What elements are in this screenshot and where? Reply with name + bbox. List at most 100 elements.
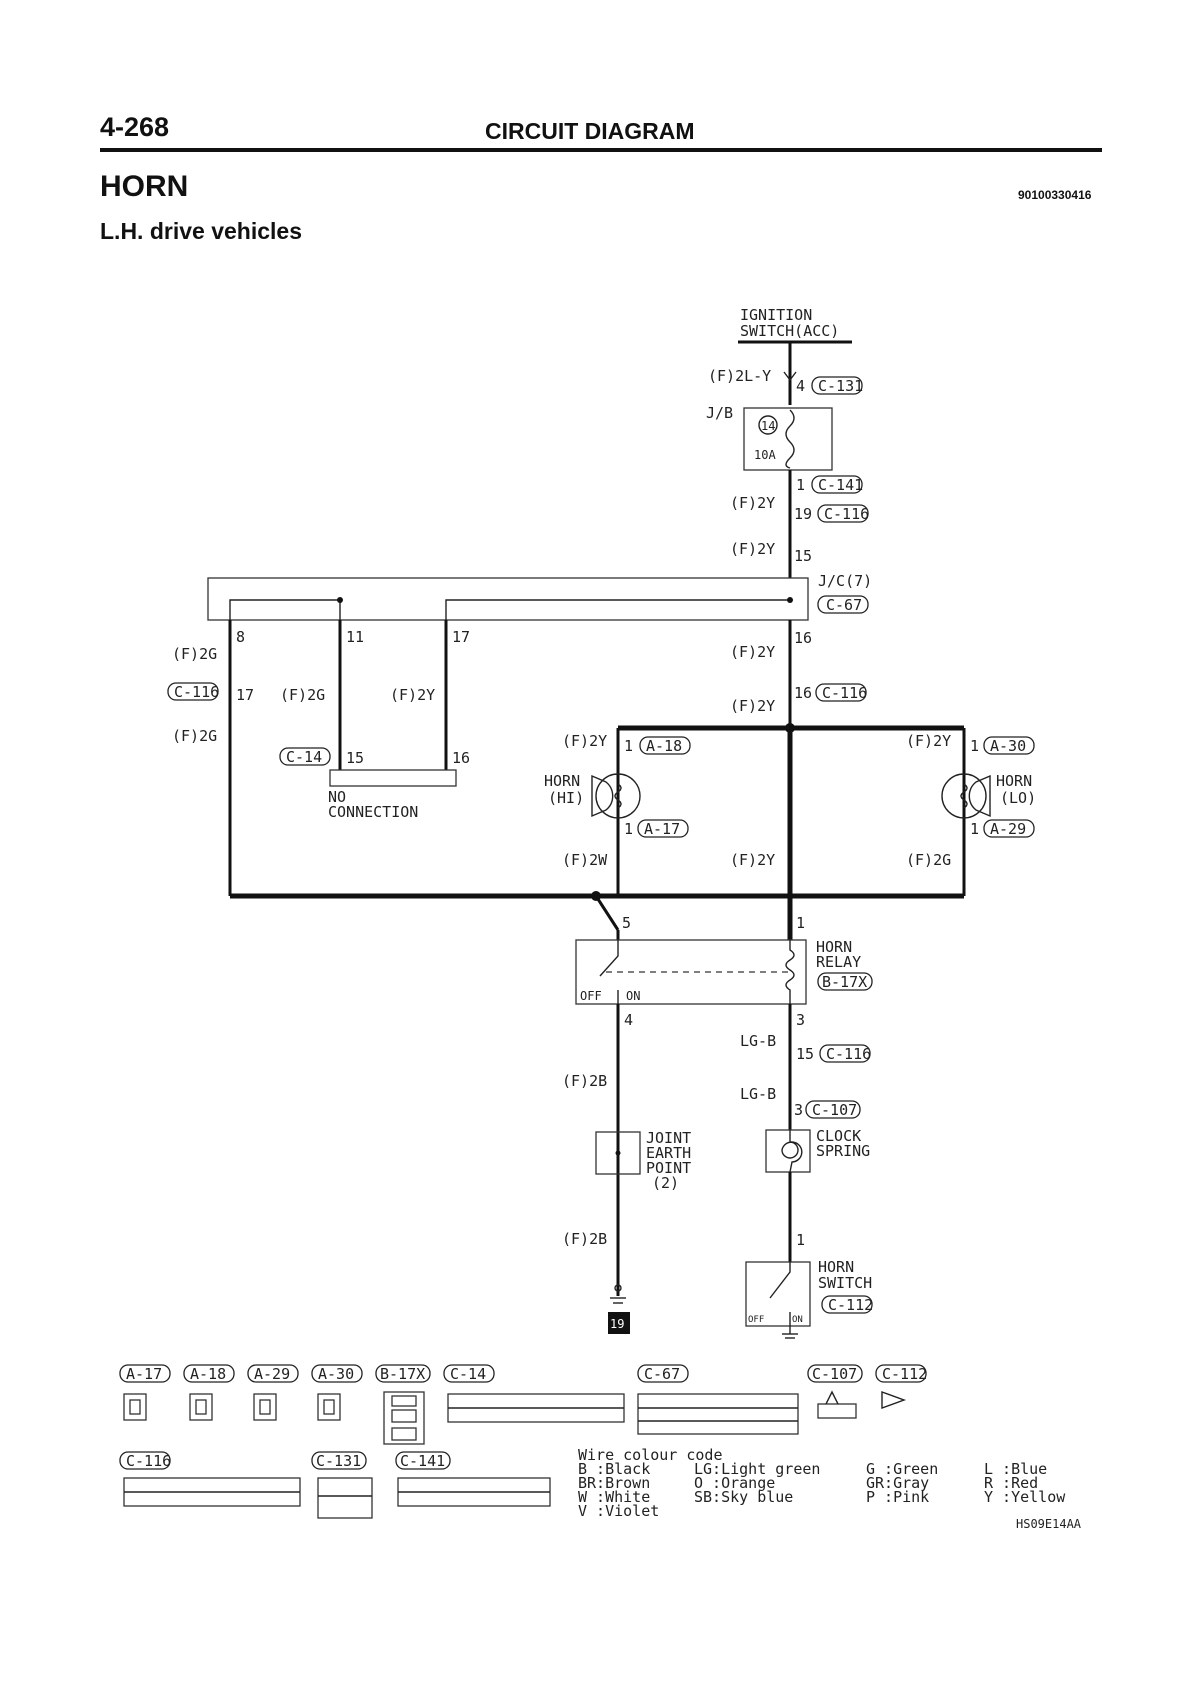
connector-tag-a17: A-17: [637, 819, 689, 838]
jb-label: J/B: [706, 404, 733, 422]
jb-box: [743, 407, 833, 471]
svg-text:C-67: C-67: [644, 1365, 680, 1383]
wire-label-f2g: (F)2G: [280, 686, 325, 704]
relay-coil-icon: [785, 940, 795, 1004]
legend-tag-c116: C-116: [119, 1451, 171, 1470]
svg-text:C-116: C-116: [822, 684, 867, 702]
junction-dot: [787, 597, 793, 603]
wire-label-f2y: (F)2Y: [390, 686, 435, 704]
svg-text:C-107: C-107: [812, 1101, 857, 1119]
connector-tag-c112: C-112: [821, 1295, 873, 1314]
wire-label-lgb: LG-B: [740, 1085, 776, 1103]
pin-1: 1: [970, 737, 979, 755]
wire-label-f2y: (F)2Y: [562, 732, 607, 750]
wire-label-f2y: (F)2Y: [730, 643, 775, 661]
earth-box: [595, 1131, 641, 1175]
horn-switch: OFF ON HORN SWITCH C-112: [745, 1258, 873, 1339]
ignition-label-2: SWITCH(ACC): [740, 322, 839, 340]
relay-switch: [599, 940, 619, 1004]
wire-label-f2w: (F)2W: [562, 851, 608, 869]
no-connection-label: NO: [328, 788, 346, 806]
fuse-number-circle: [758, 415, 778, 435]
junction-dot: [337, 597, 343, 603]
wire-label-f2g: (F)2G: [172, 727, 217, 745]
no-connection-block: NO CONNECTION: [328, 769, 457, 821]
svg-text:B-17X: B-17X: [380, 1365, 425, 1383]
colour-entry: B :Black: [578, 1460, 650, 1478]
clock-spring-box: [765, 1129, 811, 1173]
pin-11: 11: [346, 628, 364, 646]
no-connection-label-2: CONNECTION: [328, 803, 418, 821]
relay-label-2: RELAY: [816, 953, 861, 971]
page-number: 4-268: [100, 112, 170, 142]
ground-symbol: 19: [608, 1284, 630, 1334]
colour-entry: LG:Light green: [694, 1460, 820, 1478]
svg-text:C-141: C-141: [818, 476, 863, 494]
wire-label-f2y: (F)2Y: [730, 851, 775, 869]
colour-entry: GR:Gray: [866, 1474, 929, 1492]
fuse-icon: [785, 409, 795, 469]
clock-spring-label: CLOCK: [816, 1127, 861, 1145]
colour-entry: R :Red: [984, 1474, 1038, 1492]
svg-text:A-29: A-29: [990, 820, 1026, 838]
pin-19: 19: [794, 505, 812, 523]
horn-lo-label-2: (LO): [1000, 789, 1036, 807]
page-title: HORN: [100, 170, 189, 203]
colour-entry: W :White: [578, 1488, 650, 1506]
connector-tag-c107: C-107: [805, 1100, 861, 1119]
horn-hi-icon: [591, 773, 641, 819]
clock-spring-icon: [781, 1130, 803, 1173]
legend-tag-b17x: B-17X: [375, 1364, 431, 1383]
svg-text:C-116: C-116: [826, 1045, 871, 1063]
horn-switch-label-2: SWITCH: [818, 1274, 872, 1292]
relay-off: OFF: [580, 989, 602, 1003]
connector-tag-a29: A-29: [983, 819, 1035, 838]
pin-4: 4: [624, 1011, 633, 1029]
svg-text:B-17X: B-17X: [822, 973, 867, 991]
horn-switch-contact: [769, 1262, 791, 1326]
connector-tag-a30: A-30: [983, 736, 1035, 755]
connector-arrow: [783, 371, 797, 382]
pin-16: 16: [452, 749, 470, 767]
figure-code: HS09E14AA: [1016, 1517, 1082, 1531]
wire-label-f2g: (F)2G: [172, 645, 217, 663]
connector-tag-a18: A-18: [639, 736, 691, 755]
fuse-number: 14: [761, 419, 775, 433]
pin-1: 1: [796, 476, 805, 494]
pin-1: 1: [624, 737, 633, 755]
legend-tag-c141: C-141: [395, 1451, 451, 1470]
pin-16: 16: [794, 629, 812, 647]
legend-tag-c14: C-14: [443, 1364, 495, 1383]
wire-label-f2y: (F)2Y: [730, 494, 775, 512]
pin-3: 3: [796, 1011, 805, 1029]
svg-text:A-30: A-30: [318, 1365, 354, 1383]
earth-label: JOINT: [646, 1129, 691, 1147]
fuse-rating: 10A: [754, 448, 776, 462]
clock-spring: CLOCK SPRING: [765, 1127, 870, 1173]
svg-text:C-116: C-116: [126, 1452, 171, 1470]
pin-1: 1: [624, 820, 633, 838]
svg-text:C-116: C-116: [824, 505, 869, 523]
horn-hi-label: HORN: [544, 772, 580, 790]
earth-label-2: EARTH: [646, 1144, 691, 1162]
pin-17: 17: [452, 628, 470, 646]
page-subtitle: L.H. drive vehicles: [100, 218, 302, 244]
colour-entry: L :Blue: [984, 1460, 1047, 1478]
connector-tag-c116: C-116: [815, 683, 867, 702]
jc-internal-link: [445, 599, 790, 620]
legend-tag-c112: C-112: [875, 1364, 927, 1383]
ignition-label: IGNITION: [740, 306, 812, 324]
svg-text:C-131: C-131: [818, 377, 863, 395]
colour-entry: SB:Sky blue: [694, 1488, 793, 1506]
legend-tag-a30: A-30: [311, 1364, 363, 1383]
colour-entry: G :Green: [866, 1460, 938, 1478]
wire-label-lgb: LG-B: [740, 1032, 776, 1050]
document-code: 90100330416: [1018, 188, 1092, 202]
connector-face-icon: [123, 1477, 551, 1519]
section-title: CIRCUIT DIAGRAM: [485, 118, 695, 144]
horn-relay: OFF ON HORN RELAY B-17X: [575, 938, 873, 1005]
relay-label: HORN: [816, 938, 852, 956]
connector-tag-c116: C-116: [167, 682, 219, 701]
pin-8: 8: [236, 628, 245, 646]
earth-label-3: POINT: [646, 1159, 691, 1177]
